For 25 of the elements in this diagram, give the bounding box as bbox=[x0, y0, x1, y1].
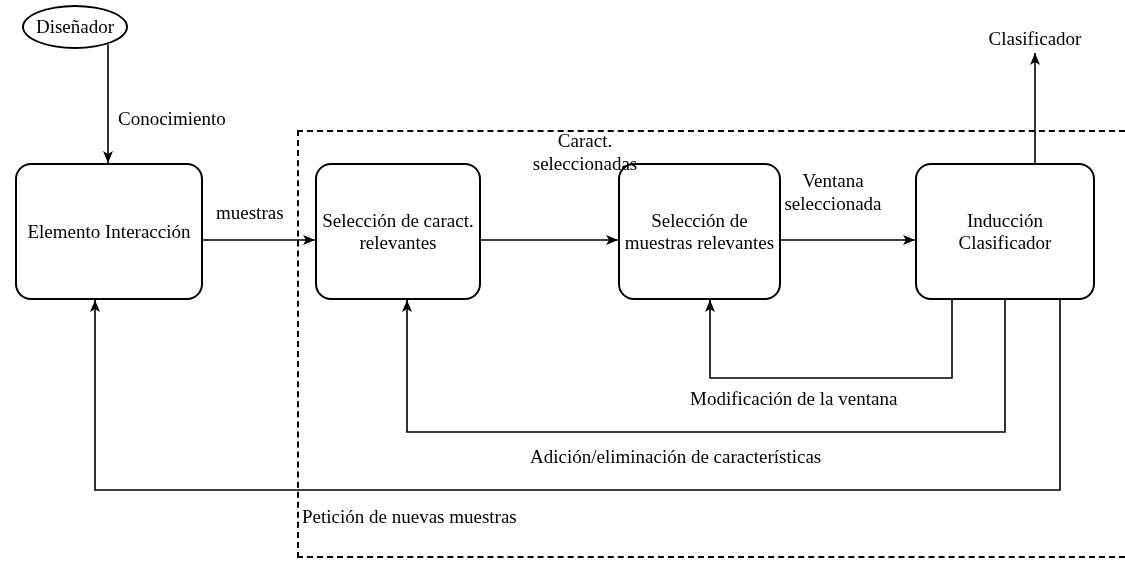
arrow bbox=[480, 235, 619, 245]
edge-label: Caract. seleccionadas bbox=[531, 130, 639, 176]
process-box bbox=[15, 163, 203, 300]
arrow bbox=[202, 235, 316, 245]
arrow bbox=[1030, 52, 1040, 164]
box-text: Selección de muestras relevantes bbox=[624, 209, 775, 254]
arrow bbox=[90, 299, 1061, 491]
process-box bbox=[915, 163, 1095, 300]
edge-label: Conocimiento bbox=[118, 108, 226, 131]
edge-label: Adición/eliminación de características bbox=[530, 446, 822, 469]
dashed-boundary bbox=[297, 130, 1125, 558]
box-text: Inducción Clasificador bbox=[957, 209, 1053, 254]
box-text: Diseñador bbox=[35, 16, 115, 38]
edge-label: Ventana seleccionada bbox=[783, 170, 883, 216]
arrow bbox=[780, 235, 916, 245]
edge-label: Modificación de la ventana bbox=[690, 388, 898, 411]
arrow bbox=[103, 43, 113, 164]
box-text: Selección de caract. relevantes bbox=[321, 209, 475, 254]
process-box bbox=[315, 163, 481, 300]
edge-label: Petición de nuevas muestras bbox=[302, 506, 517, 529]
box-text: Elemento Interacción bbox=[27, 220, 191, 243]
arrow bbox=[402, 299, 1006, 433]
edge-label: muestras bbox=[216, 202, 284, 225]
output-label: Clasificador bbox=[975, 25, 1095, 53]
arrow bbox=[705, 299, 953, 379]
